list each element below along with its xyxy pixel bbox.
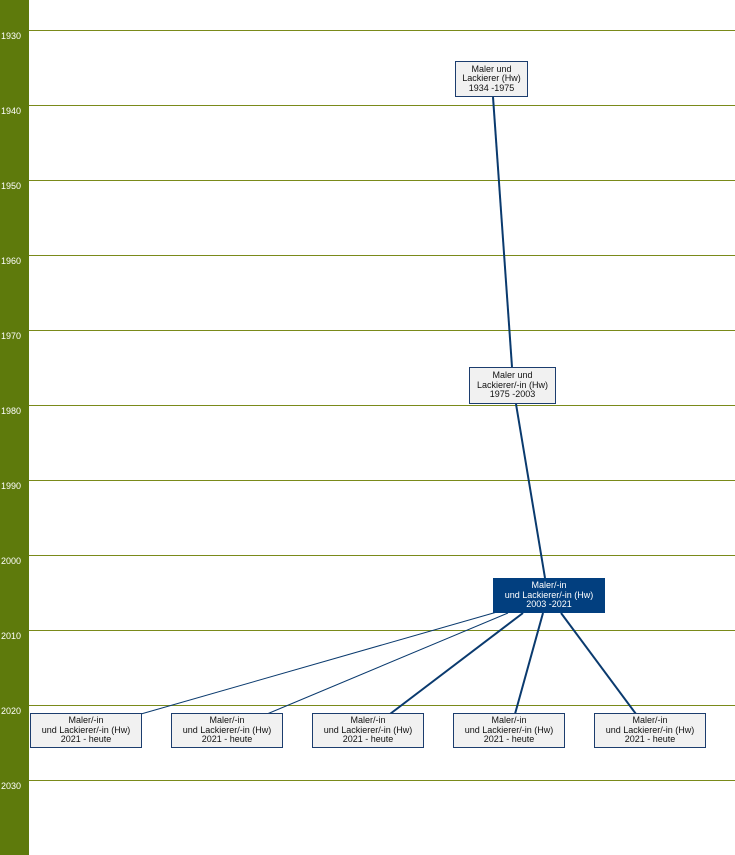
connector-2003-to-2021-e (560, 612, 637, 715)
year-label-2000: 2000 (1, 556, 22, 566)
year-label-2030: 2030 (1, 781, 22, 791)
node-title-line1: Maler und (471, 63, 512, 74)
year-label-1970: 1970 (1, 331, 22, 341)
year-label-2010: 2010 (1, 631, 22, 641)
year-label-1950: 1950 (1, 181, 22, 191)
node-title-line1: Maler/-in (209, 715, 245, 726)
node-title-line1: Maler/-in (491, 715, 527, 726)
grid-line-2020 (29, 705, 735, 706)
connector-2003-to-2021-c (389, 612, 524, 715)
grid-line-1940 (29, 105, 735, 106)
node-period: 2021 - heute (342, 734, 394, 745)
node-title-line1: Maler/-in (68, 715, 104, 726)
grid-line-1950 (29, 180, 735, 181)
node-title-line2: und Lackierer/-in (Hw) (323, 724, 413, 735)
occupation-node-2021-a[interactable]: Maler/-in und Lackierer/-in (Hw) 2021 - … (30, 713, 142, 748)
node-period: 2003 -2021 (526, 599, 572, 610)
grid-line-2030 (29, 780, 735, 781)
year-label-1960: 1960 (1, 256, 22, 266)
node-period: 1975 -2003 (489, 389, 536, 400)
connector-1975-2003 (515, 403, 546, 579)
occupation-node-1975-2003[interactable]: Maler und Lackierer/-in (Hw) 1975 -2003 (469, 367, 556, 404)
occupation-node-2003-2021-current[interactable]: Maler/-in und Lackierer/-in (Hw) 2003 -2… (493, 578, 605, 613)
occupation-node-2021-b[interactable]: Maler/-in und Lackierer/-in (Hw) 2021 - … (171, 713, 283, 748)
occupation-node-1934-1975[interactable]: Maler und Lackierer (Hw) 1934 -1975 (455, 61, 528, 97)
node-title-line1: Maler/-in (531, 580, 567, 591)
connector-2003-to-2021-d (514, 612, 544, 715)
grid-line-1990 (29, 480, 735, 481)
node-period: 2021 - heute (201, 734, 253, 745)
node-title-line1: Maler und (492, 370, 533, 381)
node-period: 1934 -1975 (468, 82, 515, 93)
grid-line-1980 (29, 405, 735, 406)
grid-line-2000 (29, 555, 735, 556)
node-period: 2021 - heute (60, 734, 112, 745)
connector-2003-to-2021-b (266, 612, 509, 715)
year-axis-sidebar: 1930 1940 1950 1960 1970 1980 1990 2000 … (0, 0, 29, 855)
occupation-node-2021-d[interactable]: Maler/-in und Lackierer/-in (Hw) 2021 - … (453, 713, 565, 748)
grid-line-1960 (29, 255, 735, 256)
year-label-1990: 1990 (1, 481, 22, 491)
year-label-1980: 1980 (1, 406, 22, 416)
node-title-line2: und Lackierer/-in (Hw) (41, 724, 131, 735)
node-period: 2021 - heute (624, 734, 676, 745)
node-title-line1: Maler/-in (632, 715, 668, 726)
node-title-line1: Maler/-in (350, 715, 386, 726)
year-label-1930: 1930 (1, 31, 22, 41)
year-label-1940: 1940 (1, 106, 22, 116)
connector-1934-1975 (492, 96, 513, 368)
node-title-line2: und Lackierer/-in (Hw) (182, 724, 272, 735)
grid-line-2010 (29, 630, 735, 631)
occupation-node-2021-e[interactable]: Maler/-in und Lackierer/-in (Hw) 2021 - … (594, 713, 706, 748)
grid-line-1930 (29, 30, 735, 31)
node-title-line2: und Lackierer/-in (Hw) (504, 589, 594, 600)
node-title-line2: und Lackierer/-in (Hw) (605, 724, 695, 735)
node-title-line2: Lackierer/-in (Hw) (476, 379, 548, 390)
connector-2003-to-2021-a (140, 611, 498, 715)
grid-line-1970 (29, 330, 735, 331)
node-title-line2: und Lackierer/-in (Hw) (464, 724, 554, 735)
year-label-2020: 2020 (1, 706, 22, 716)
occupation-node-2021-c[interactable]: Maler/-in und Lackierer/-in (Hw) 2021 - … (312, 713, 424, 748)
node-title-line2: Lackierer (Hw) (462, 73, 521, 84)
node-period: 2021 - heute (483, 734, 535, 745)
